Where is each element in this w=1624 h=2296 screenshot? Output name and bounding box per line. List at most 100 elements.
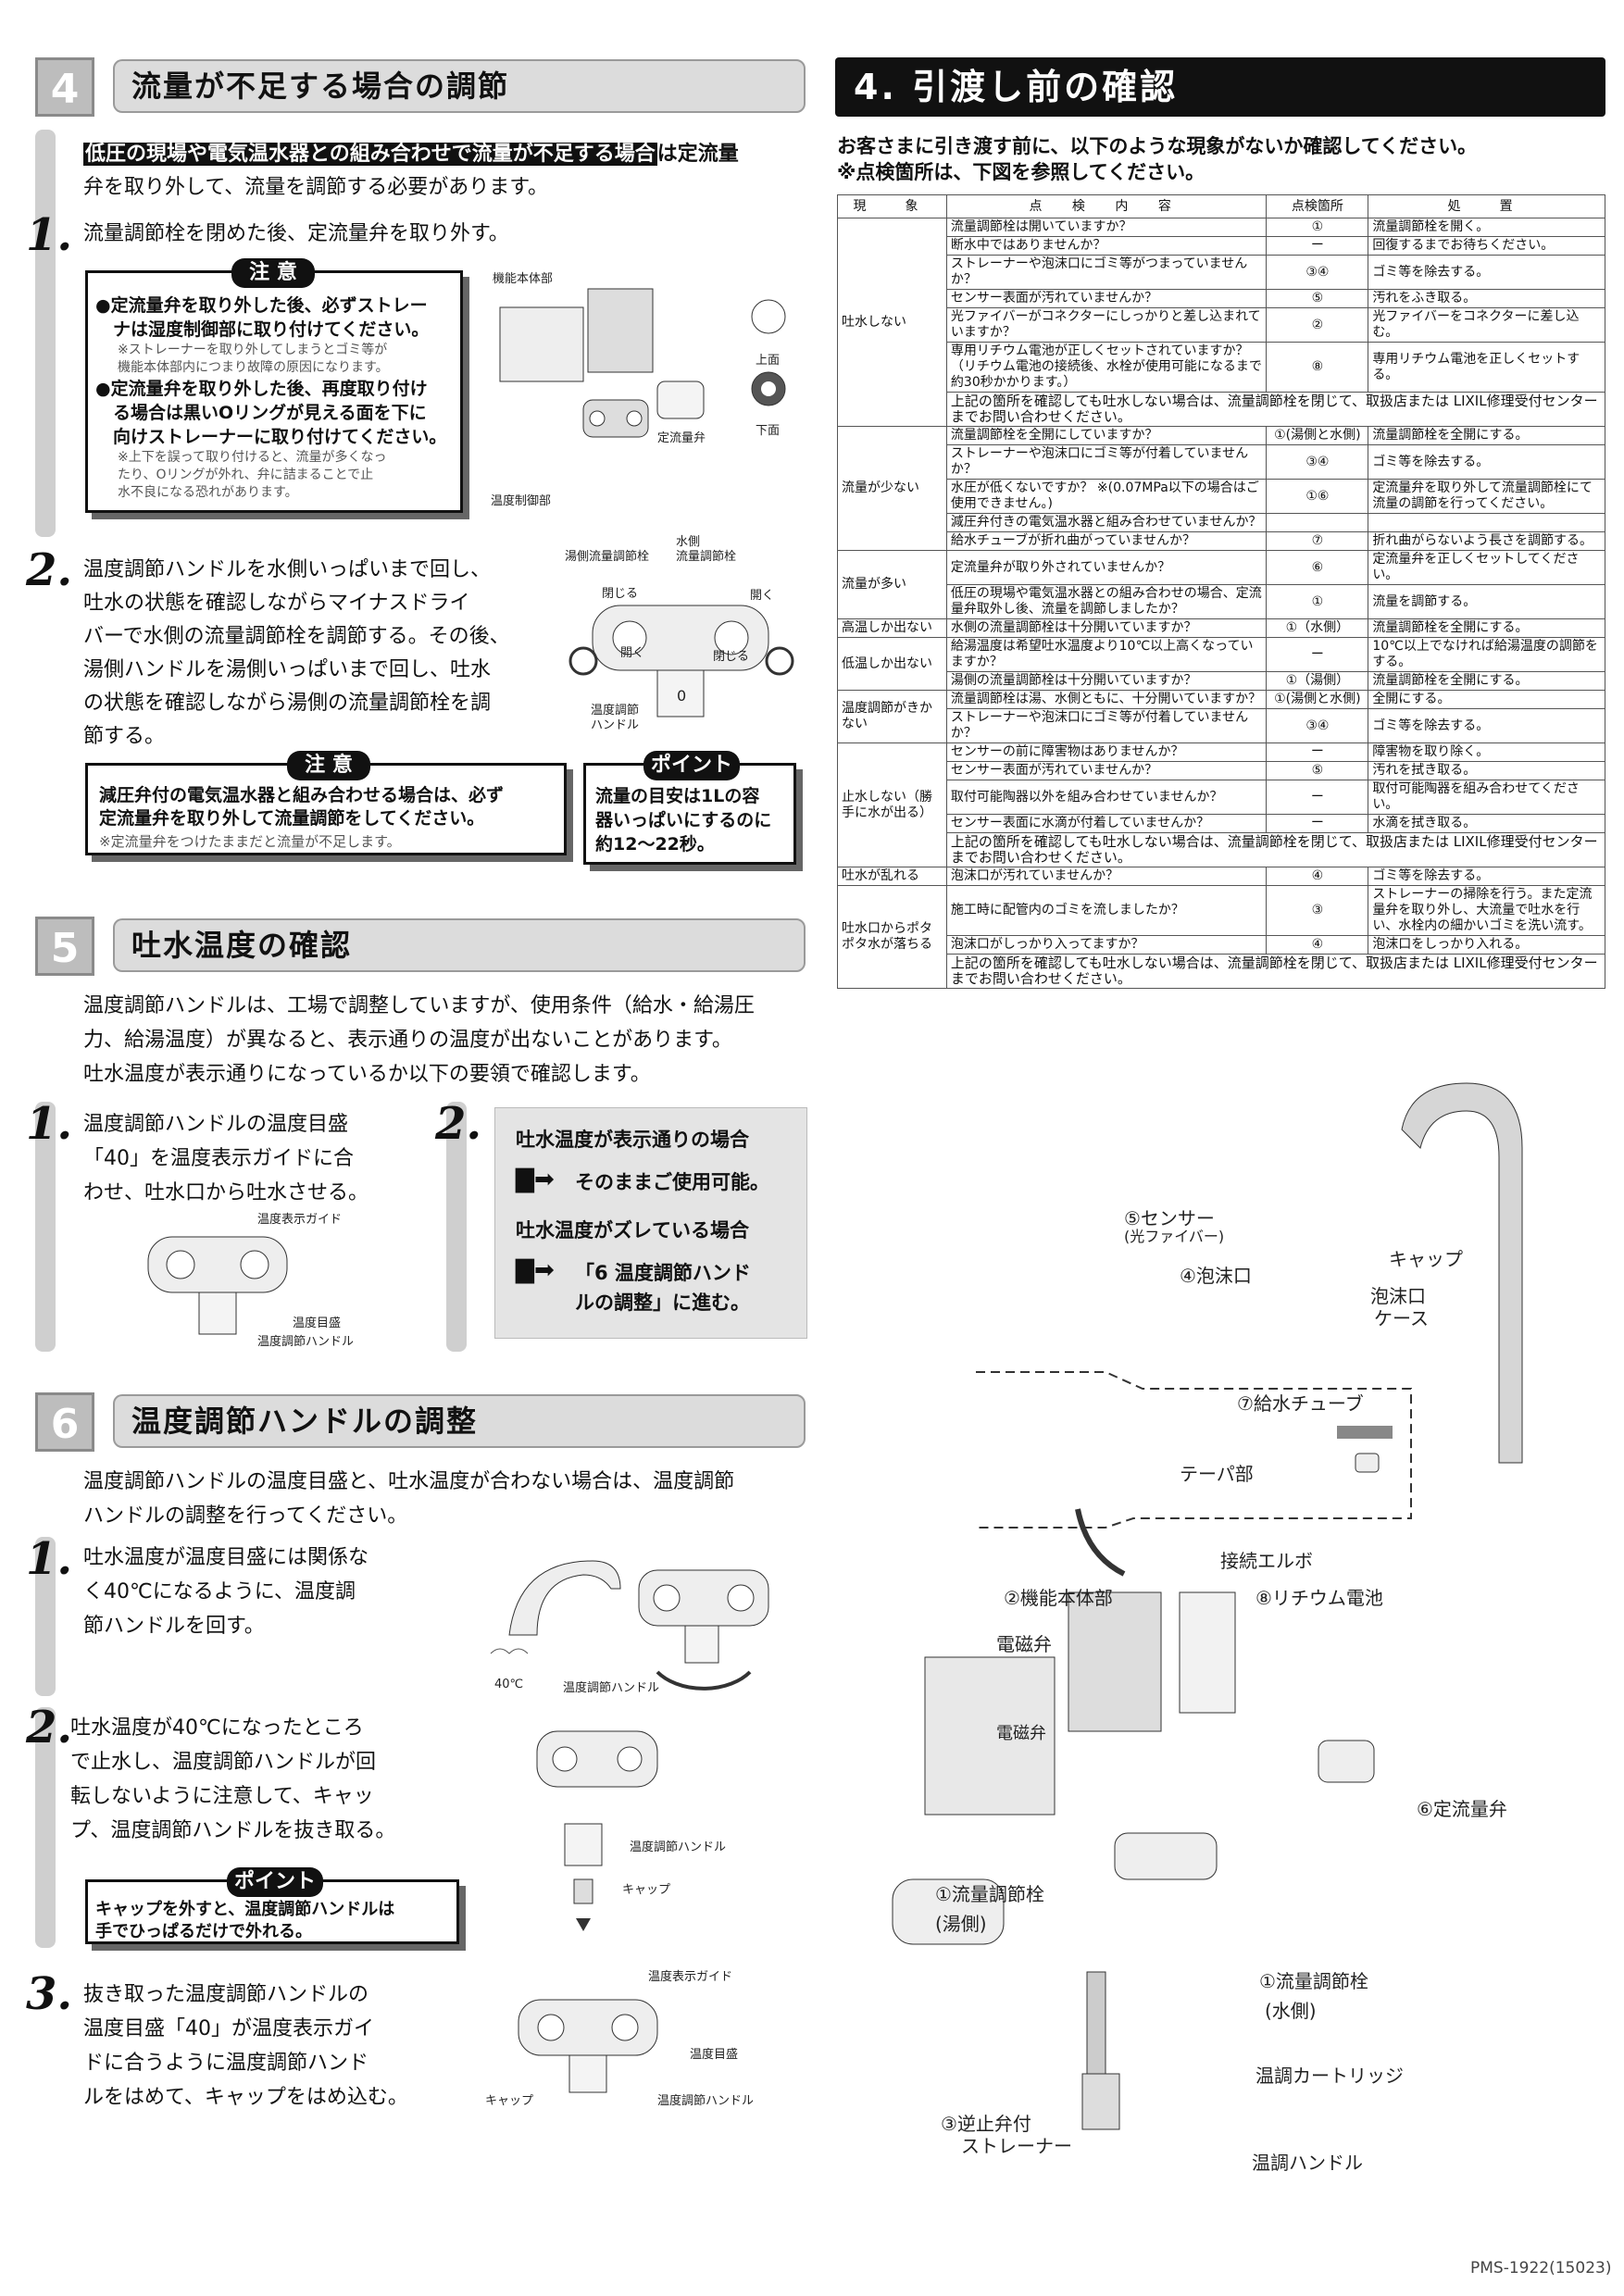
check-content-cell: 水圧が低くないですか？ ※(0.07MPa以下の場合はご使用できません。) — [945, 479, 1268, 514]
check-content-cell: 断水中ではありませんか？ — [945, 236, 1268, 256]
check-content-cell: 上記の箇所を確認しても吐水しない場合は、流量調節栓を閉じて、取扱店または LIX… — [945, 832, 1606, 867]
part-label: キャップ — [1389, 1248, 1463, 1270]
handle-turn-diagram: 40℃ 温度調節ハンドル — [472, 1533, 806, 1700]
caution-box-2: 注 意 減圧弁付の電気温水器と組み合わせる場合は、必ず 定流量弁を取り外して流量… — [85, 751, 567, 855]
check-point-cell: ー — [1266, 637, 1369, 672]
text-line: バーで水側の流量調節栓を調節する。その後、 — [83, 625, 510, 648]
function-body-diagram: 機能本体部 上面 下面 定流量弁 温度制御部 — [481, 261, 815, 517]
caution-note: ※ストレーナーを取り外してしまうとゴミ等が 機能本体部内につまり故障の原因になり… — [95, 342, 446, 377]
diagram-label: 温度制御部 — [491, 494, 552, 508]
action-cell: 流量調節栓を全開にする。 — [1368, 618, 1605, 638]
part-label: ⑥定流量弁 — [1417, 1798, 1507, 1820]
point-line: キャップを外すと、温度調節ハンドルは — [95, 1900, 395, 1919]
step-number: 3. — [26, 1968, 73, 2020]
action-cell: ゴミ等を除去する。 — [1368, 444, 1605, 480]
section-5-number: 5 — [35, 917, 94, 976]
text-line: 吐水温度が温度目盛には関係な — [83, 1546, 369, 1569]
check-content-cell: 泡沫口がしっかり入ってますか？ — [945, 935, 1268, 955]
check-content-cell: ストレーナーや泡沫口にゴミ等が付着していませんか？ — [945, 444, 1268, 480]
action-cell: 専用リチウム電池を正しくセットする。 — [1368, 342, 1605, 393]
part-label: 電磁弁 — [996, 1633, 1052, 1655]
check-table: 現 象 点 検 内 容 点検箇所 処 置 吐水しない流量調節栓は開いていますか？… — [837, 194, 1606, 989]
table-row: 低圧の現場や電気温水器との組み合わせの場合、定流量弁取外し後、流量を調節しました… — [838, 584, 1605, 619]
section-6-step-1: 吐水温度が温度目盛には関係な く40℃になるように、温度調 節ハンドルを回す。 — [83, 1541, 369, 1643]
temp-guide-diagram: 温度表示ガイド 温度目盛 温度調節ハンドル — [130, 1209, 380, 1349]
check-content-cell: 低圧の現場や電気温水器との組み合わせの場合、定流量弁取外し後、流量を調節しました… — [945, 584, 1268, 619]
check-content-cell: 専用リチウム電池が正しくセットされていますか？（リチウム電池の接続後、水栓が使用… — [945, 342, 1268, 393]
check-point-cell: ⑤ — [1266, 761, 1369, 780]
intro-rest: は定流量 — [656, 143, 739, 166]
text-line: 吐水温度が40℃になったところ — [70, 1716, 364, 1740]
section-6-side-bar — [35, 1537, 56, 1696]
caution-box: 注 意 ●定流量弁を取り外した後、必ずストレー ナは湿度制御部に取り付けてくださ… — [85, 258, 463, 513]
action-cell: 全開にする。 — [1368, 690, 1605, 709]
point-line: 約12～22秒。 — [595, 834, 715, 855]
check-content-cell: 上記の箇所を確認しても吐水しない場合は、流量調節栓を閉じて、取扱店または LIX… — [945, 392, 1606, 427]
text-line: 吐水の状態を確認しながらマイナスドライ — [83, 592, 470, 615]
temp-check-box: 吐水温度が表示通りの場合 ▇➡ そのままご使用可能。 吐水温度がズレている場合 … — [494, 1107, 807, 1339]
check-point-cell: ③ — [1266, 885, 1369, 936]
diagram-label: 温度調節ハンドル — [630, 1841, 727, 1854]
handle-turn-illustration — [490, 1560, 769, 1691]
parts-illustration — [892, 1082, 1523, 2130]
check-point-cell: ② — [1266, 307, 1369, 343]
text-line: ルの調整」に進む。 — [575, 1292, 750, 1314]
check-content-cell: センサー表面が汚れていませんか？ — [945, 289, 1268, 308]
flow-adjust-illustration — [568, 605, 794, 718]
text-line: 温度調節ハンドルを水側いっぱいまで回し、 — [83, 558, 492, 581]
check-point-cell: ①（湯側） — [1266, 671, 1369, 691]
phenomenon-cell: 低温しか出ない — [837, 637, 947, 691]
check-point-cell: ③④ — [1266, 444, 1369, 480]
text-line: 温度調節ハンドルの温度目盛と、吐水温度が合わない場合は、温度調節 — [83, 1470, 735, 1493]
diagram-label: 40℃ — [494, 1678, 524, 1691]
text-line: の状態を確認しながら湯側の流量調節栓を調 — [83, 692, 492, 715]
check-content-cell: ストレーナーや泡沫口にゴミ等が付着していませんか？ — [945, 708, 1268, 743]
check-content-cell: 定流量弁が取り外されていませんか？ — [945, 550, 1268, 585]
check-point-cell: ー — [1266, 742, 1369, 762]
point-label: ポイント — [227, 1867, 323, 1897]
header-cell: 処 置 — [1368, 194, 1605, 218]
caution-note: ※定流量弁をつけたままだと流量が不足します。 — [99, 833, 401, 850]
caution-line: ●定流量弁を取り外した後、必ずストレー — [95, 295, 428, 316]
action-cell — [1368, 513, 1605, 532]
part-label: ⑤センサー — [1124, 1207, 1215, 1229]
handle-install-illustration — [518, 1999, 658, 2093]
check-point-cell: ① — [1266, 218, 1369, 237]
diagram-label: 開く — [750, 589, 775, 603]
part-label: ⑦給水チューブ — [1237, 1392, 1364, 1415]
action-cell: 水滴を拭き取る。 — [1368, 814, 1605, 833]
text-line: 抜き取った温度調節ハンドルの — [83, 1983, 369, 2006]
header-cell: 点検箇所 — [1266, 194, 1369, 218]
temp-guide-illustration — [147, 1236, 288, 1335]
step-number: 1. — [26, 209, 73, 261]
handover-title: 4. 引渡し前の確認 — [835, 57, 1605, 117]
part-label: 泡沫口 — [1370, 1285, 1426, 1307]
phenomenon-cell: 温度調節がきかない — [837, 690, 947, 743]
part-label: 電磁弁 — [996, 1724, 1046, 1743]
section-5-intro: 温度調節ハンドルは、工場で調整していますが、使用条件（給水・給湯圧 力、給湯温度… — [83, 989, 755, 1092]
table-row: 減圧弁付きの電気温水器と組み合わせていませんか？ — [838, 513, 1605, 532]
point-text: 流量の目安は1Lの容 器いっぱいにするのに 約12～22秒。 — [595, 784, 771, 856]
part-label: ②機能本体部 — [1004, 1587, 1113, 1609]
diagram-label: 閉じる — [713, 650, 750, 664]
check-point-cell: ー — [1266, 814, 1369, 833]
check-content-cell: 流量調節栓を全開にしていますか？ — [945, 426, 1268, 445]
section-6-title: 温度調節ハンドルの調整 — [113, 1394, 806, 1448]
diagram-label: 温度調節 — [591, 704, 640, 718]
check-content-cell: 上記の箇所を確認しても吐水しない場合は、流量調節栓を閉じて、取扱店または LIX… — [945, 954, 1606, 989]
caution-note: ※上下を誤って取り付けると、流量が多くなっ たり、Oリングが外れ、弁に詰まること… — [95, 449, 446, 502]
note-line: ※上下を誤って取り付けると、流量が多くなっ — [118, 450, 387, 465]
part-label: ⑧リチウム電池 — [1255, 1587, 1383, 1609]
note-line: たり、Oリングが外れ、弁に詰まることで止 — [118, 468, 374, 482]
section-6-number: 6 — [35, 1392, 94, 1452]
action-cell: 流量調節栓を開く。 — [1368, 218, 1605, 237]
flow-adjust-diagram: 湯側流量調節栓 水側 流量調節栓 閉じる 開く 開く 閉じる 温度調節 ハンドル… — [565, 531, 806, 741]
section-4-intro: 低圧の現場や電気温水器との組み合わせで流量が不足する場合は定流量 — [83, 139, 739, 170]
caution-text: 減圧弁付の電気温水器と組み合わせる場合は、必ず 定流量弁を取り外して流量調節をし… — [99, 784, 504, 854]
diagram-label: 水側 — [676, 535, 701, 549]
table-row: 上記の箇所を確認しても吐水しない場合は、流量調節栓を閉じて、取扱店または LIX… — [838, 954, 1606, 989]
part-label: (水側) — [1265, 2000, 1317, 2022]
